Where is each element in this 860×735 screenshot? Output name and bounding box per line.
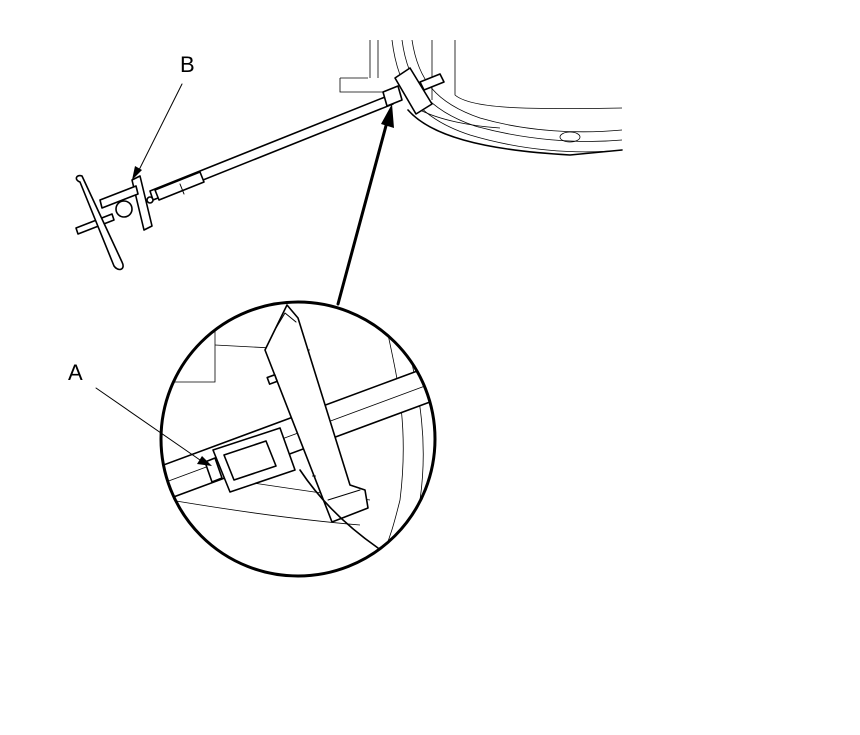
tool-shaft <box>149 94 394 201</box>
detail-pointer <box>336 104 394 306</box>
callout-b-leader <box>137 83 183 173</box>
detail-circle-border <box>159 300 437 578</box>
callout-a-leader <box>95 387 201 461</box>
tool-head <box>382 67 445 115</box>
callout-b: B <box>132 52 195 180</box>
callout-a: A <box>68 360 212 466</box>
callout-a-arrowhead <box>197 456 212 466</box>
detail-view <box>159 300 437 578</box>
callout-a-label: A <box>68 360 83 385</box>
dial-gauge-handle <box>75 174 154 271</box>
callout-b-arrowhead <box>132 166 142 180</box>
callout-b-label: B <box>180 52 195 77</box>
